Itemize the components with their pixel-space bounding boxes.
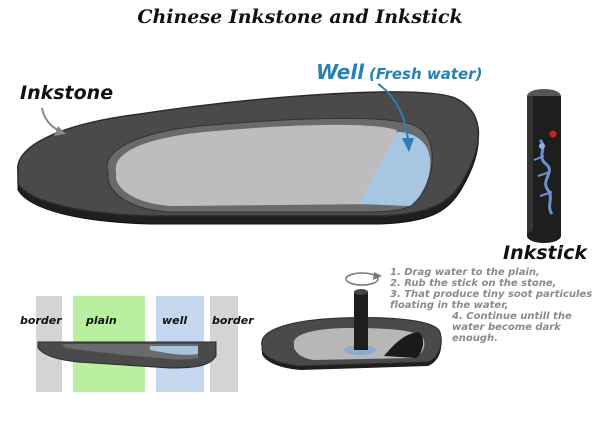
inkstone-large <box>17 91 480 225</box>
step-4b: water become dark <box>452 322 561 333</box>
label-fresh-water: (Fresh water) <box>369 65 483 83</box>
label-inkstone: Inkstone <box>20 82 114 104</box>
step-4a: 4. Continue untill the <box>452 311 572 322</box>
diagram-title: Chinese Inkstone and Inkstick <box>137 6 463 28</box>
dragon-decoration-icon <box>533 138 554 215</box>
cross-section <box>36 296 238 392</box>
label-inkstick: Inkstick <box>503 242 588 264</box>
zone-label-border-left: border <box>20 314 62 327</box>
zone-label-border-right: border <box>212 314 254 327</box>
step-1: 1. Drag water to the plain, <box>390 267 540 278</box>
curved-arrow-icon <box>41 107 66 136</box>
zone-label-well: well <box>162 314 188 327</box>
inkstone-plain <box>115 124 400 206</box>
red-seal-icon <box>549 130 557 138</box>
inkstick <box>527 89 561 243</box>
inkstone-small <box>261 289 442 370</box>
inkstone-well-water <box>360 132 431 206</box>
step-4c: enough. <box>452 333 498 344</box>
zone-label-plain: plain <box>86 314 117 327</box>
well-arrow-icon <box>377 83 414 152</box>
step-3a: 3. That produce tiny soot particules <box>390 289 593 300</box>
steps-list: 1. Drag water to the plain, 2. Rub the s… <box>390 267 598 344</box>
step-3b: floating in the water, <box>390 300 509 311</box>
label-well: Well <box>316 60 365 84</box>
rotation-arrow-icon <box>345 272 382 286</box>
step-2: 2. Rub the stick on the stone, <box>390 278 557 289</box>
